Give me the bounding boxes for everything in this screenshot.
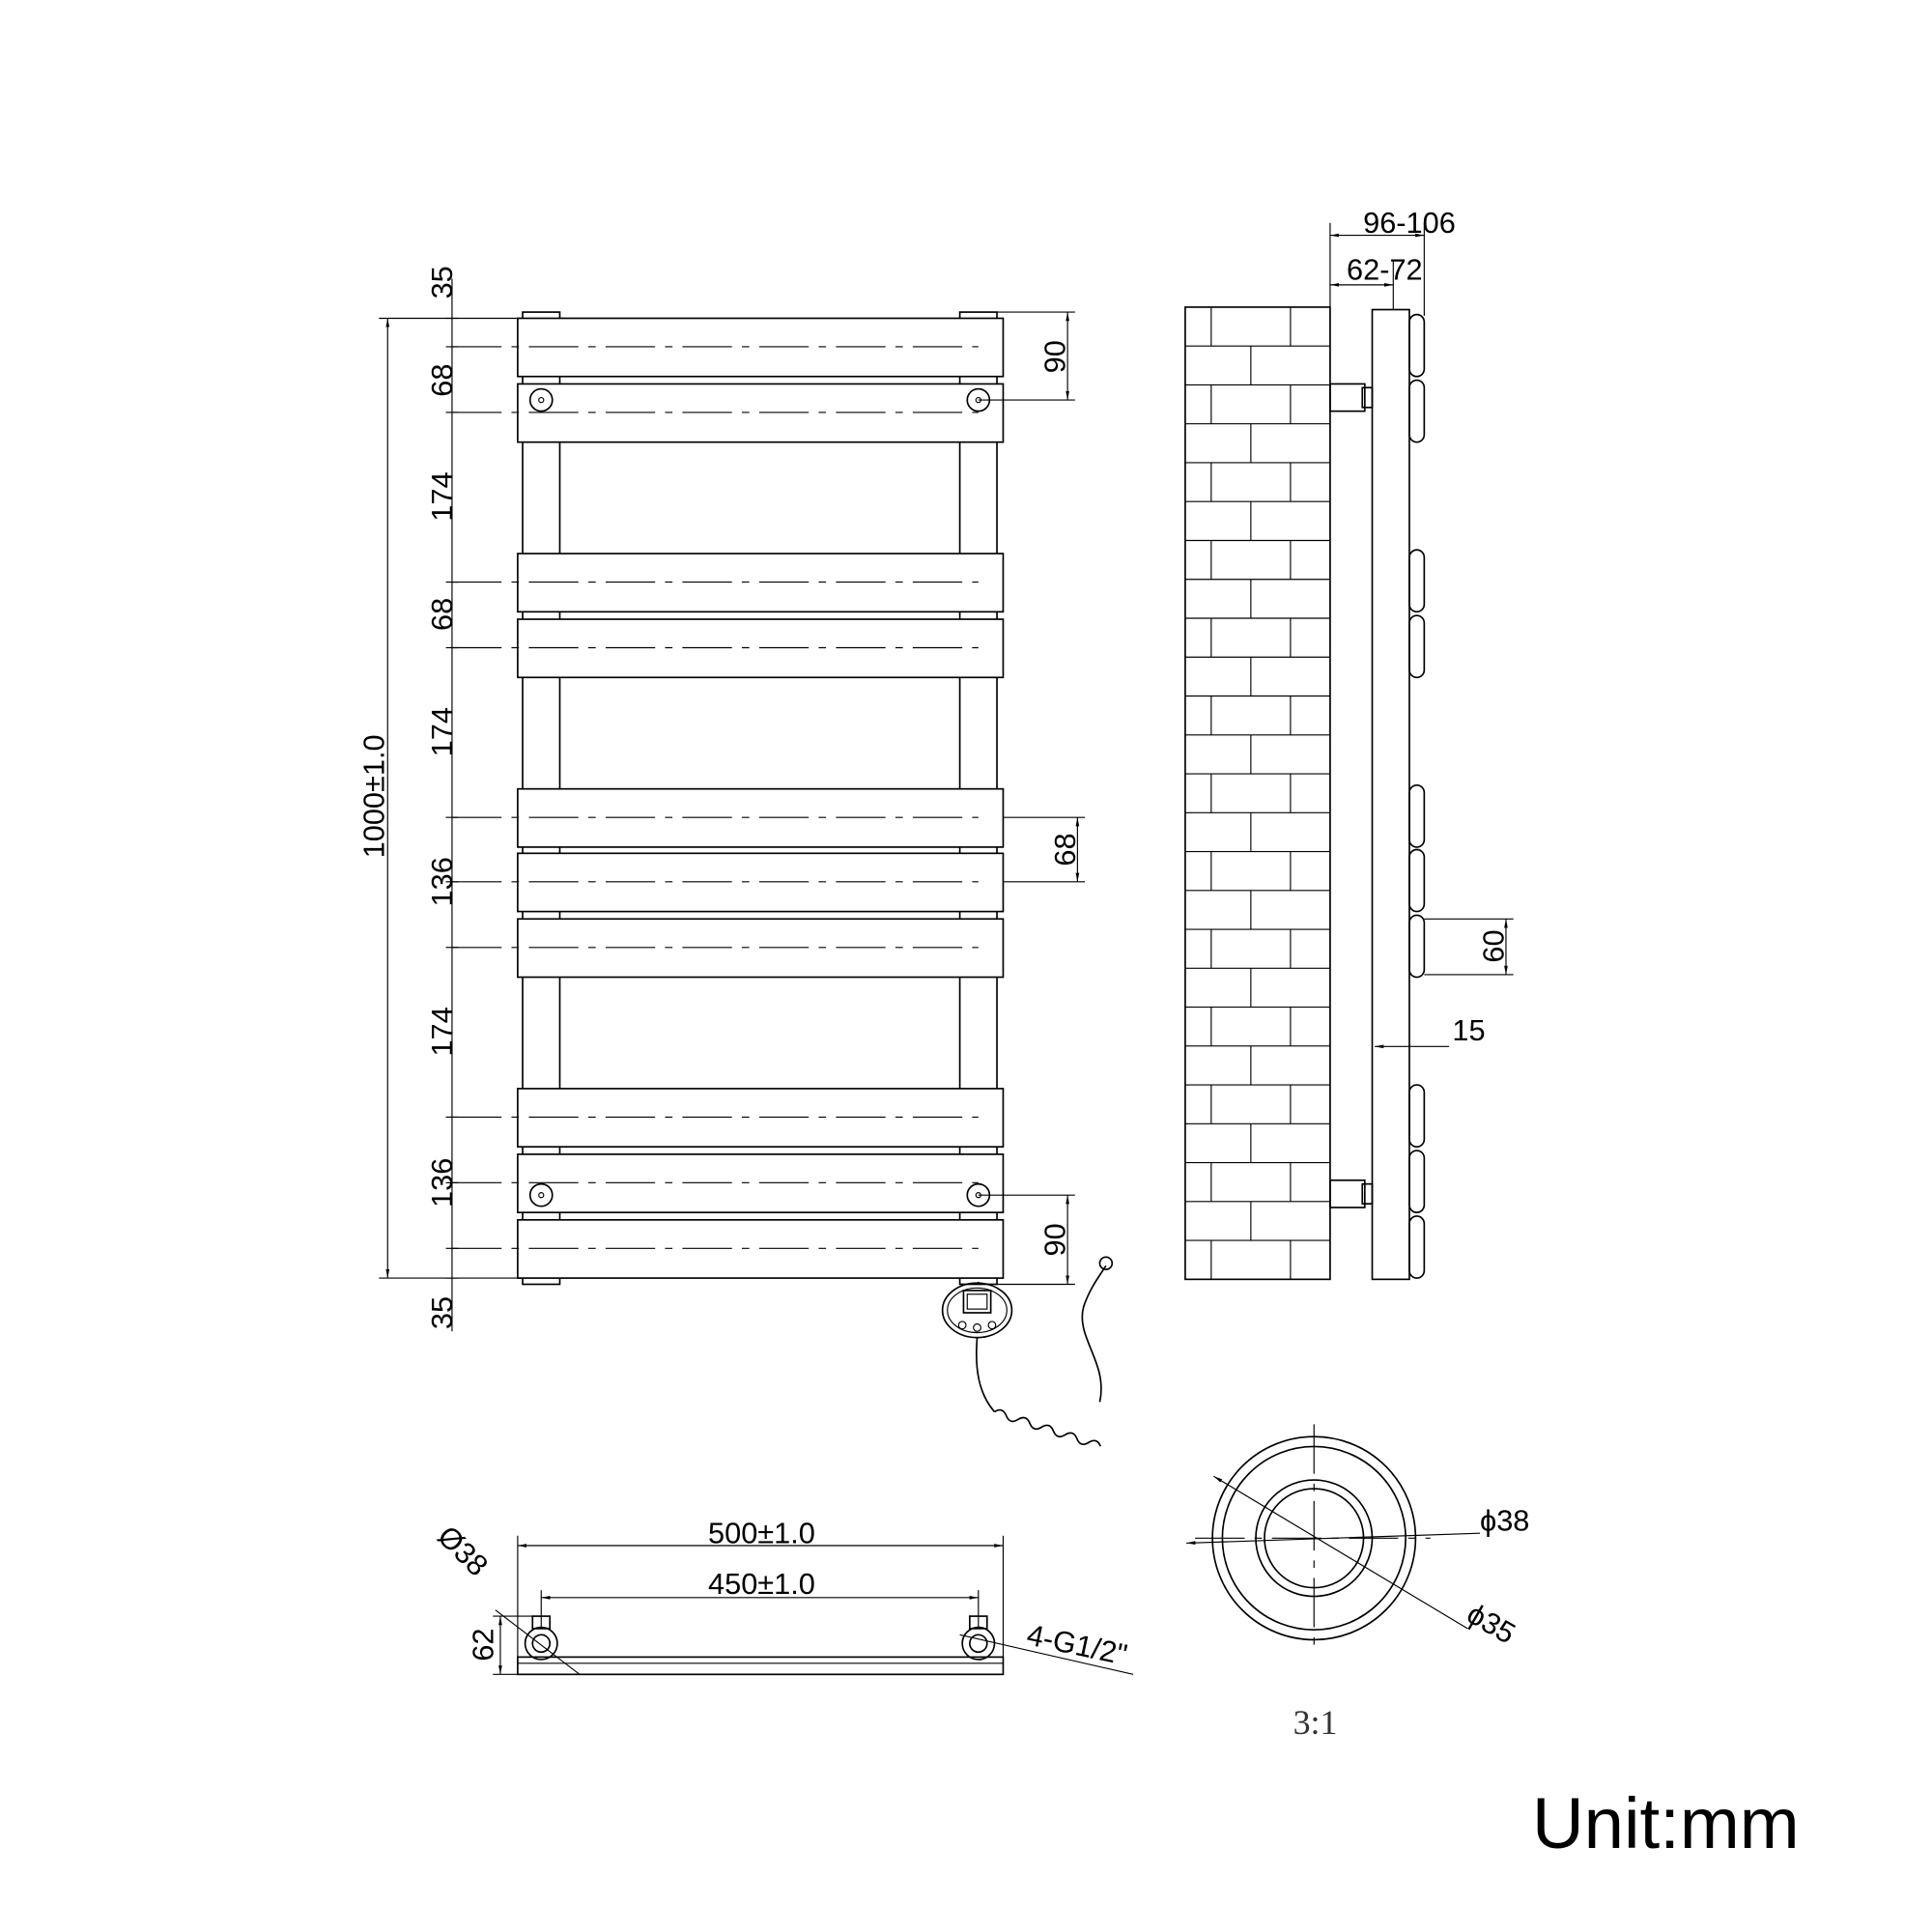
- rail-profile: [1408, 614, 1426, 679]
- towel-rail: [517, 553, 1005, 613]
- towel-rail: [517, 1153, 1005, 1213]
- rail-profile: [1408, 1150, 1426, 1213]
- dim-label: 450±1.0: [708, 1567, 815, 1601]
- dim-label: 96-106: [1363, 206, 1456, 240]
- dim-label: 62: [466, 1628, 499, 1661]
- scale-label: 3:1: [1293, 1703, 1338, 1742]
- towel-rail: [517, 383, 1005, 443]
- side-view: 96-106 62-72 60 15: [1184, 206, 1514, 1281]
- dim-label: 500±1.0: [708, 1516, 815, 1549]
- towel-rail: [517, 1088, 1005, 1149]
- dim-label: 174: [425, 471, 459, 521]
- rail-profile: [1408, 783, 1426, 848]
- rail-profile: [1408, 1215, 1426, 1279]
- bottom-view: 500±1.0 450±1.0 Ø38 62 4-G1/2": [431, 1516, 1134, 1676]
- dim-label: Ø38: [431, 1519, 495, 1582]
- dim-label: 35: [425, 1296, 459, 1329]
- towel-rail: [517, 317, 1005, 378]
- towel-rail: [517, 787, 1005, 848]
- dim-label: ϕ35: [1462, 1597, 1521, 1651]
- dim-label: 136: [425, 1158, 459, 1208]
- dim-label: 35: [425, 266, 459, 298]
- overall-height-label: 1000±1.0: [356, 734, 390, 858]
- towel-rail: [517, 918, 1005, 979]
- wall-bracket: [1329, 1179, 1366, 1208]
- dim-label: 90: [1038, 340, 1072, 373]
- heating-controller-icon: [941, 1256, 1114, 1447]
- front-view: 1000±1.0 35 68 174 68 174 136 174 136 35…: [356, 266, 1114, 1447]
- valve-icon: [528, 1182, 554, 1208]
- towel-rail: [517, 1218, 1005, 1279]
- dim-label: 62-72: [1347, 253, 1423, 287]
- rail-profile: [1408, 549, 1426, 613]
- dim-label: 174: [425, 1007, 459, 1056]
- dim-label: 68: [1048, 833, 1082, 866]
- valve-icon: [528, 387, 554, 412]
- dim-label: 68: [425, 598, 459, 631]
- dim-label: 136: [425, 857, 459, 906]
- towel-rail: [517, 618, 1005, 679]
- dim-label: 174: [425, 707, 459, 756]
- rail-profile: [1408, 1084, 1426, 1149]
- rail-profile: [1408, 848, 1426, 913]
- brick-wall: [1184, 306, 1331, 1281]
- rail-profile: [1408, 379, 1426, 443]
- radiator-profile: [1371, 308, 1410, 1281]
- dim-label: 68: [425, 363, 459, 396]
- dim-label: 4-G1/2": [1024, 1618, 1130, 1672]
- unit-label: Unit:mm: [1532, 1783, 1800, 1863]
- wall-bracket: [1329, 383, 1366, 412]
- rails: [451, 317, 1005, 1279]
- rail-profile: [1408, 914, 1426, 979]
- dim-label: ϕ38: [1480, 1504, 1529, 1538]
- dim-label: 90: [1038, 1223, 1072, 1256]
- dim-label: 60: [1476, 929, 1510, 962]
- detail-view: ϕ38 ϕ35 3:1: [1186, 1424, 1529, 1742]
- rail-profile: [1408, 313, 1426, 378]
- rail-bottom: [517, 1656, 1005, 1676]
- dim-label: 15: [1452, 1013, 1485, 1047]
- towel-rail: [517, 852, 1005, 913]
